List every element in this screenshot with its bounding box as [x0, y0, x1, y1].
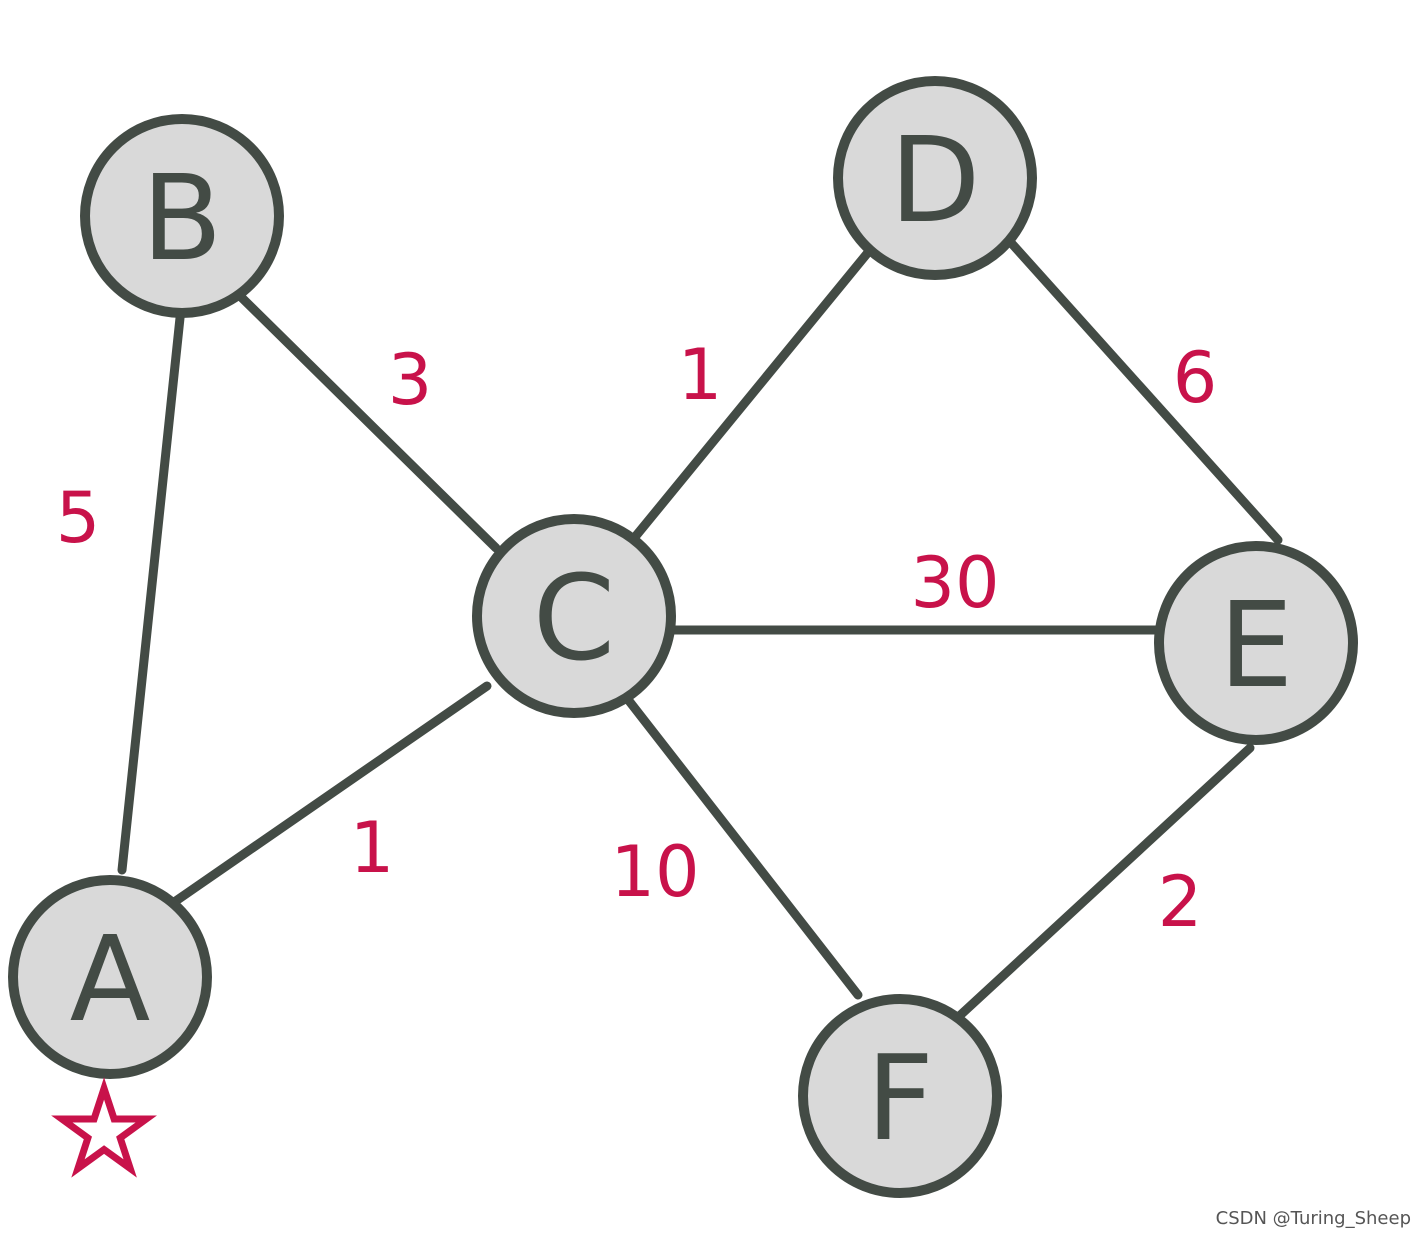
edge-weights: 5 1 3 1 30 10 6 2 [56, 334, 1218, 943]
node-b-label: B [142, 149, 223, 287]
edge-c-d [621, 245, 875, 553]
weight-b-c: 3 [388, 339, 433, 421]
watermark: CSDN @Turing_Sheep [1215, 1208, 1411, 1229]
weight-e-f: 2 [1158, 861, 1203, 943]
edge-a-b [117, 313, 185, 875]
node-f-circle [798, 994, 1002, 1198]
weight-a-c: 1 [350, 807, 395, 889]
node-e-circle [1154, 541, 1358, 745]
node-d: D [833, 76, 1037, 280]
edge-d-e [1000, 231, 1283, 545]
node-a-label: A [70, 910, 151, 1048]
start-star-icon: ★ [55, 1066, 154, 1194]
node-e-label: E [1219, 576, 1294, 714]
node-f: F [798, 994, 1002, 1198]
node-d-circle [833, 76, 1037, 280]
node-e: E [1154, 541, 1358, 745]
edge-e-f [950, 743, 1255, 1025]
edge-b-c [231, 287, 501, 553]
weight-c-f: 10 [610, 831, 699, 913]
node-c-circle [472, 514, 676, 718]
node-a: A [8, 875, 212, 1079]
node-f-label: F [866, 1029, 934, 1167]
weight-c-e: 30 [910, 542, 999, 624]
edges [117, 231, 1283, 1025]
weight-a-b: 5 [56, 477, 101, 559]
node-a-circle [8, 875, 212, 1079]
node-c: C [472, 514, 676, 718]
weight-d-e: 6 [1173, 337, 1218, 419]
weight-c-d: 1 [678, 334, 723, 416]
node-c-label: C [533, 549, 615, 687]
edge-a-c [165, 681, 492, 910]
edge-c-f [621, 692, 863, 1000]
node-b: B [80, 114, 284, 318]
node-d-label: D [890, 111, 981, 249]
node-b-circle [80, 114, 284, 318]
